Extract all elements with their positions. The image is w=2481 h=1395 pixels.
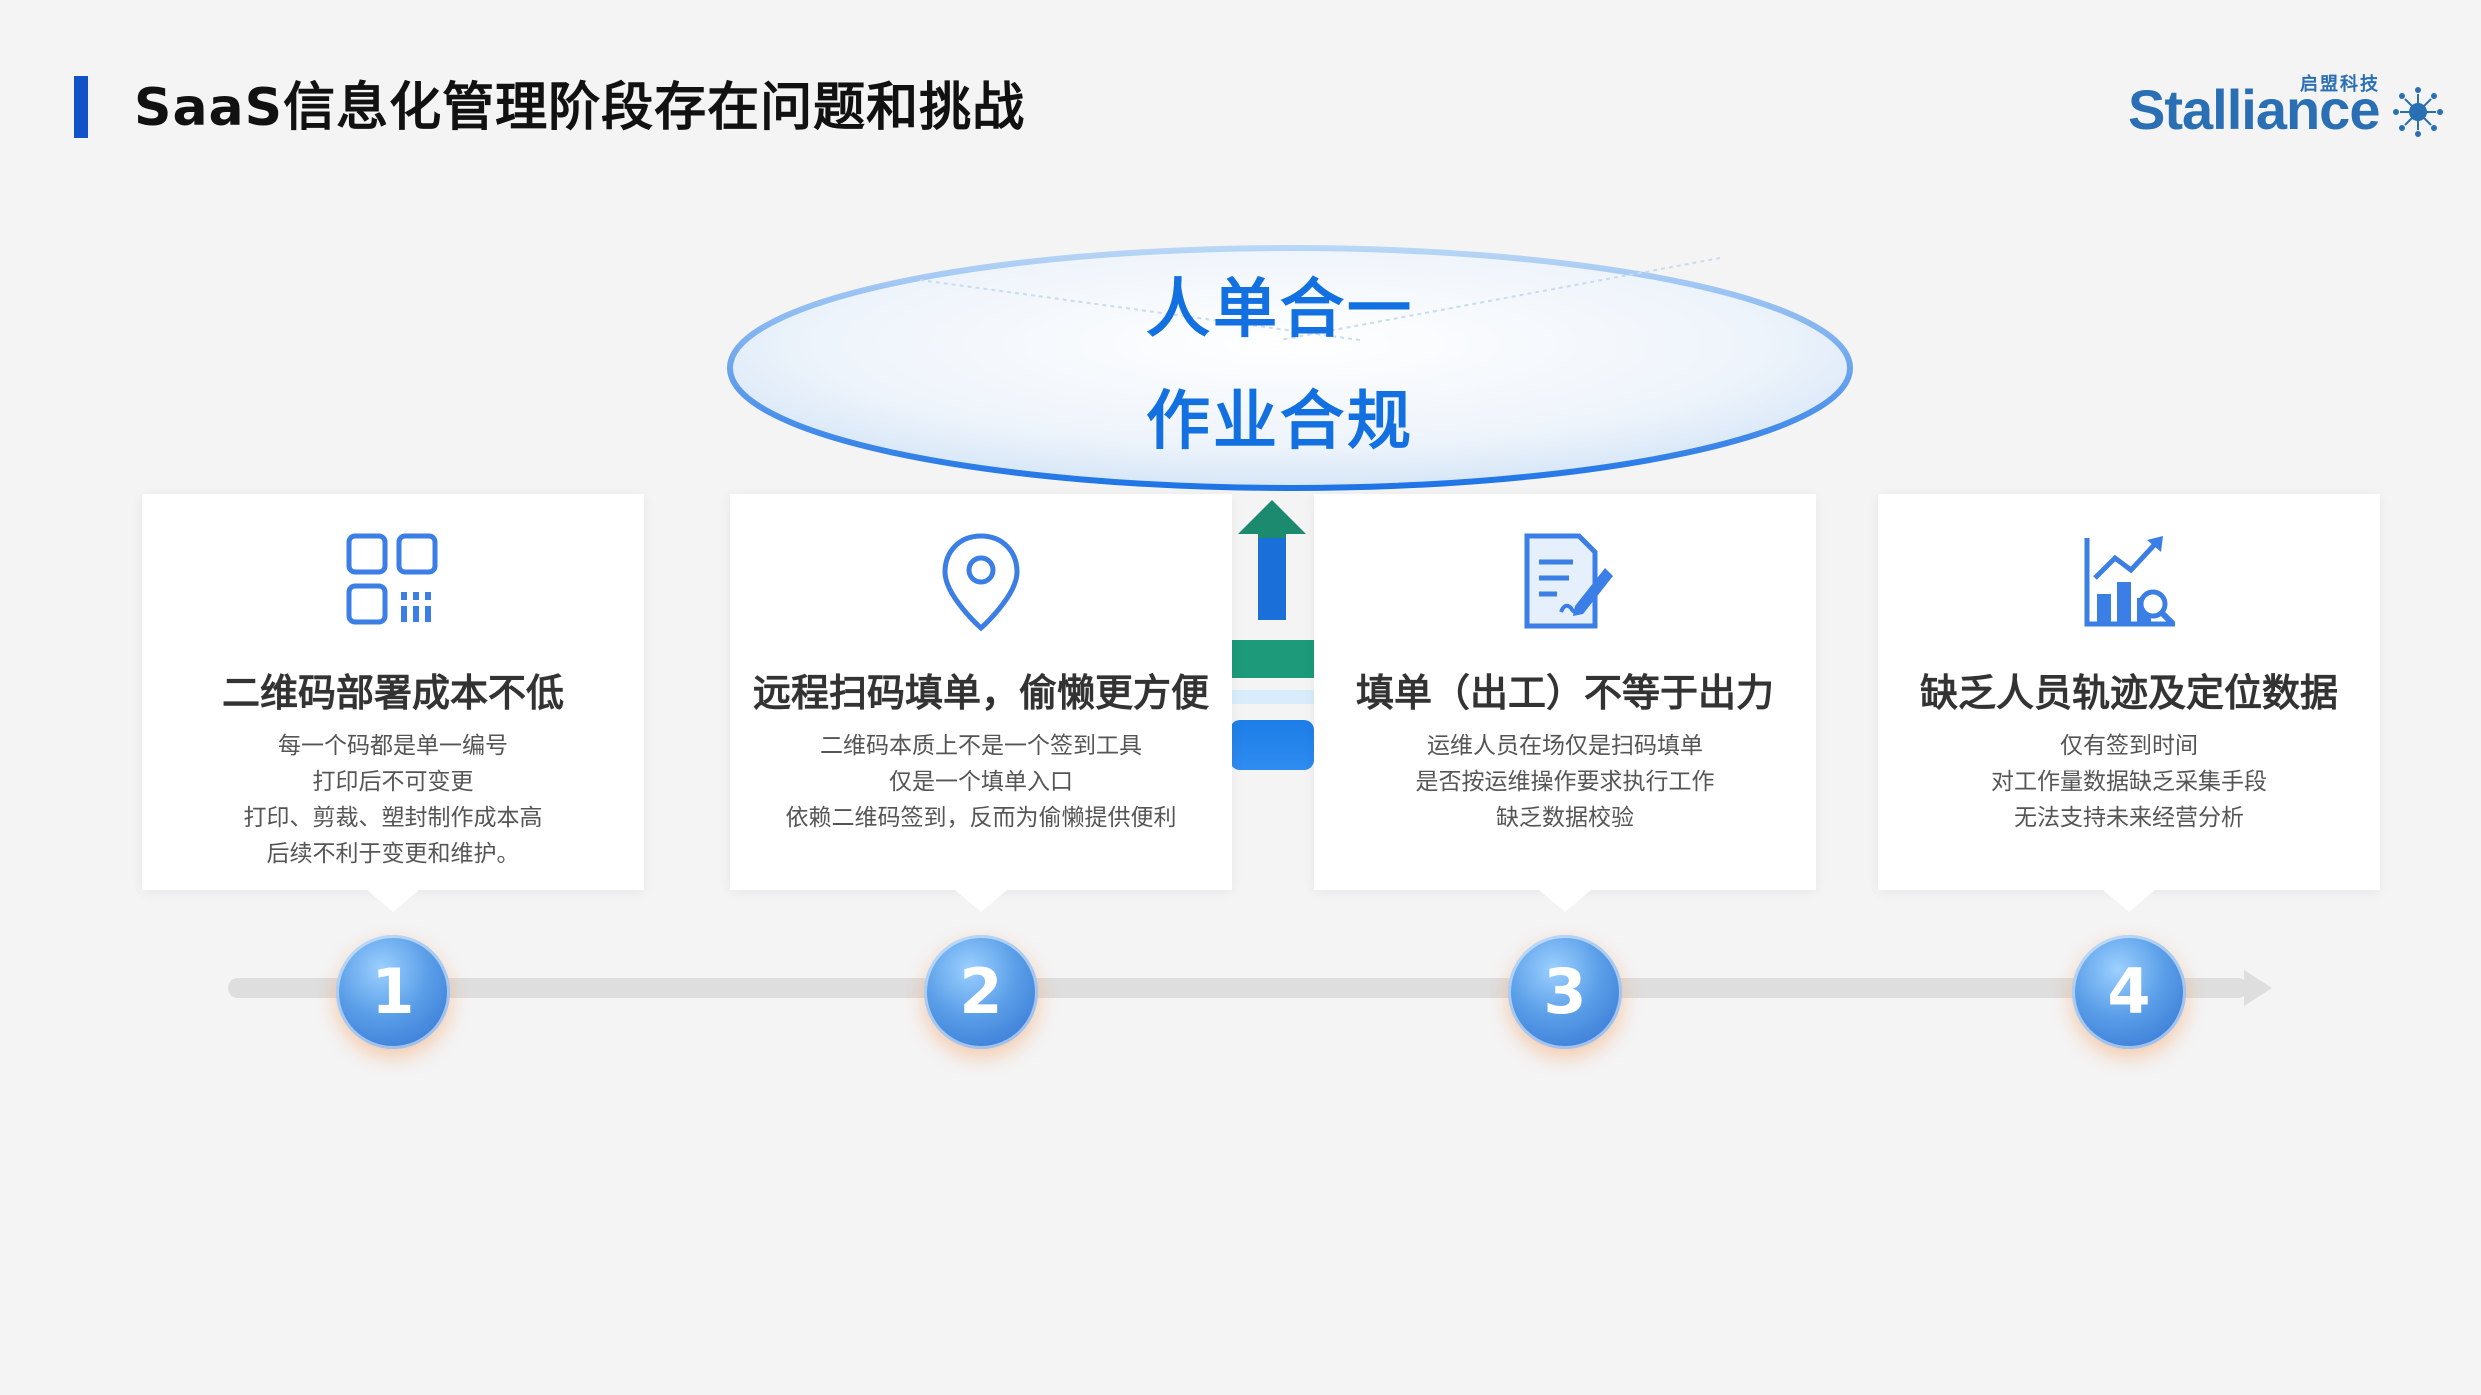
chart-analysis-icon [2084, 536, 2176, 627]
upward-arrow-icon [1230, 500, 1314, 770]
step-node-2: 2 [924, 935, 1038, 1049]
title-accent-bar [74, 76, 88, 138]
card-title: 填单（出工）不等于出力 [1355, 671, 1774, 715]
ellipse-goal-line1: 人单合一 [1146, 273, 1414, 347]
logo-cn-text: 启盟科技 [2300, 74, 2380, 95]
card-line: 对工作量数据缺乏采集手段 [1991, 769, 2267, 795]
card-line: 打印、剪裁、塑封制作成本高 [243, 805, 543, 831]
location-pin-icon [942, 533, 1020, 632]
logo-mark-icon [2393, 87, 2443, 137]
card-line: 是否按运维操作要求执行工作 [1415, 769, 1715, 795]
card-line: 后续不利于变更和维护。 [266, 841, 520, 867]
logo-text: Stalliance [2128, 78, 2380, 141]
card-title: 远程扫码填单，偷懒更方便 [752, 671, 1209, 715]
card-line: 仅是一个填单入口 [889, 769, 1073, 795]
card-line: 每一个码都是单一编号 [278, 733, 508, 759]
qr-code-icon [346, 533, 438, 625]
card-line: 仅有签到时间 [2060, 733, 2198, 759]
card-line: 运维人员在场仅是扫码填单 [1427, 733, 1703, 759]
card-title: 缺乏人员轨迹及定位数据 [1919, 671, 2338, 715]
card-title: 二维码部署成本不低 [221, 671, 564, 715]
card-line: 打印后不可变更 [312, 769, 474, 795]
card-line: 依赖二维码签到，反而为偷懒提供便利 [785, 805, 1177, 831]
card-pointer [955, 890, 1007, 912]
step-node-4: 4 [2072, 935, 2186, 1049]
ellipse-goal-line2: 作业合规 [1146, 385, 1414, 459]
problem-card-2: 远程扫码填单，偷懒更方便 二维码本质上不是一个签到工具 仅是一个填单入口 依赖二… [730, 494, 1232, 912]
card-line: 缺乏数据校验 [1496, 805, 1634, 831]
problem-card-3: 填单（出工）不等于出力 运维人员在场仅是扫码填单 是否按运维操作要求执行工作 缺… [1314, 494, 1816, 912]
timeline-arrow [228, 970, 2272, 1006]
card-pointer [2103, 890, 2155, 912]
card-line: 二维码本质上不是一个签到工具 [820, 733, 1142, 759]
card-pointer [1539, 890, 1591, 912]
problem-card-4: 缺乏人员轨迹及定位数据 仅有签到时间 对工作量数据缺乏采集手段 无法支持未来经营… [1878, 494, 2380, 912]
goal-ellipse [727, 245, 1853, 491]
step-node-3: 3 [1508, 935, 1622, 1049]
problem-card-1: 二维码部署成本不低 每一个码都是单一编号 打印后不可变更 打印、剪裁、塑封制作成… [142, 494, 644, 912]
card-pointer [367, 890, 419, 912]
card-line: 无法支持未来经营分析 [2014, 805, 2244, 831]
page-title: SaaS信息化管理阶段存在问题和挑战 [134, 78, 1026, 138]
step-node-1: 1 [336, 935, 450, 1049]
company-logo: Stalliance 启盟科技 [2128, 74, 2448, 146]
document-edit-icon [1524, 533, 1613, 629]
